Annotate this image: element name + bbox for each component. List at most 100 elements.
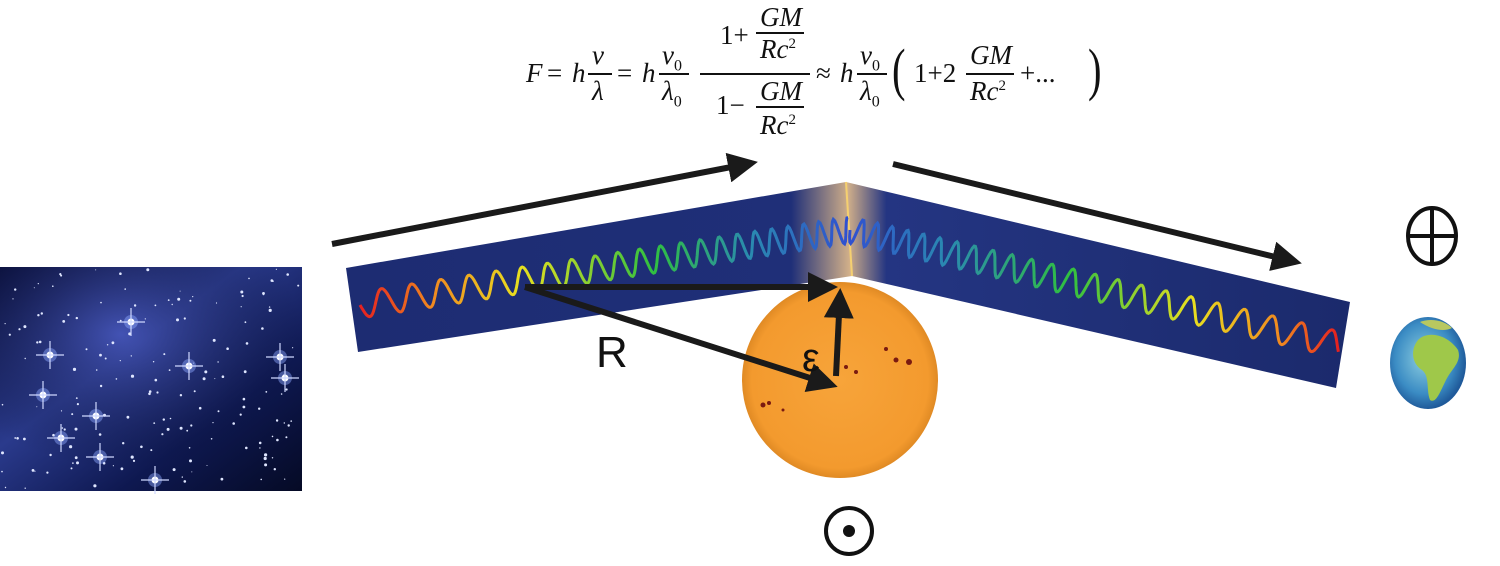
bright-star (175, 352, 203, 380)
star (148, 390, 152, 393)
star (34, 470, 36, 472)
bright-star (271, 364, 299, 392)
star (63, 428, 66, 431)
star (52, 433, 55, 437)
star (161, 433, 164, 436)
star (259, 447, 261, 449)
star (217, 361, 219, 363)
star (99, 384, 103, 388)
star (74, 427, 78, 431)
star (193, 390, 196, 393)
star (242, 397, 246, 401)
star (67, 313, 70, 317)
star (189, 459, 192, 463)
star (275, 268, 277, 270)
star (106, 344, 109, 346)
distance-label-R: R (596, 328, 628, 377)
star (202, 377, 206, 381)
star (286, 273, 290, 276)
star (198, 406, 202, 410)
star (98, 433, 102, 436)
formula-num-Rc: Rc2 (760, 34, 796, 64)
outgoing-direction-arrow (892, 161, 1302, 271)
formula-lambda0b: λ0 (860, 76, 880, 111)
star (95, 269, 97, 271)
star (99, 353, 102, 357)
star (220, 477, 224, 481)
star (193, 362, 195, 364)
star (271, 435, 274, 438)
star (60, 410, 63, 412)
star (179, 394, 183, 397)
formula-lambda: λ (592, 76, 604, 106)
formula-series-GM: GM (970, 40, 1012, 70)
bright-star (266, 343, 294, 371)
star (297, 284, 300, 287)
star (181, 476, 183, 478)
star (260, 478, 263, 481)
formula-lambda0: λ0 (662, 76, 682, 111)
star (189, 299, 192, 302)
earth-symbol-icon (1406, 206, 1458, 266)
star (59, 273, 62, 276)
star (166, 427, 170, 431)
star (248, 277, 250, 280)
frac-line (756, 106, 804, 108)
bright-star (141, 466, 169, 494)
star (104, 357, 107, 360)
deflection-point (845, 181, 853, 277)
star (177, 297, 181, 301)
star (133, 304, 137, 307)
star (292, 347, 294, 349)
formula-den-GM: GM (760, 76, 802, 106)
formula-series-end: +... (1020, 58, 1056, 88)
star (18, 328, 21, 331)
star (290, 420, 293, 422)
star (221, 375, 225, 379)
star (46, 471, 49, 474)
formula-approx: ≈ (816, 58, 831, 88)
nebula-glow (0, 267, 302, 491)
star (37, 314, 40, 317)
formula-F: F (526, 58, 543, 88)
star (100, 301, 102, 304)
star (176, 318, 179, 322)
wave-incoming (358, 216, 849, 319)
frac-line (756, 32, 804, 34)
epsilon-vector (823, 288, 854, 377)
star (154, 304, 157, 307)
incoming-direction-arrow (331, 152, 758, 247)
star (242, 405, 246, 409)
deflection-label-epsilon: ε (802, 336, 820, 380)
star (265, 391, 268, 393)
star (287, 424, 290, 427)
star (245, 446, 248, 450)
star (36, 406, 38, 408)
star (152, 361, 155, 363)
star (169, 417, 172, 420)
star (144, 318, 146, 320)
formula-num-one-plus: 1+ (720, 20, 749, 50)
star (239, 413, 242, 416)
star (163, 353, 166, 356)
star (171, 303, 173, 306)
star (167, 299, 170, 301)
formula-eq1: = (547, 58, 563, 88)
star (244, 321, 247, 324)
star (23, 437, 26, 441)
formula-eq2: = (617, 58, 633, 88)
star (262, 292, 265, 295)
star (271, 457, 274, 459)
star (192, 296, 194, 298)
star (204, 370, 208, 374)
star (245, 342, 249, 345)
star (14, 437, 17, 439)
star (285, 388, 288, 391)
earth-continent-north (1420, 320, 1452, 330)
sun-image (742, 282, 938, 478)
formula-num-GM: GM (760, 2, 802, 32)
star (130, 374, 135, 378)
star (52, 285, 54, 288)
bright-star (47, 424, 75, 452)
